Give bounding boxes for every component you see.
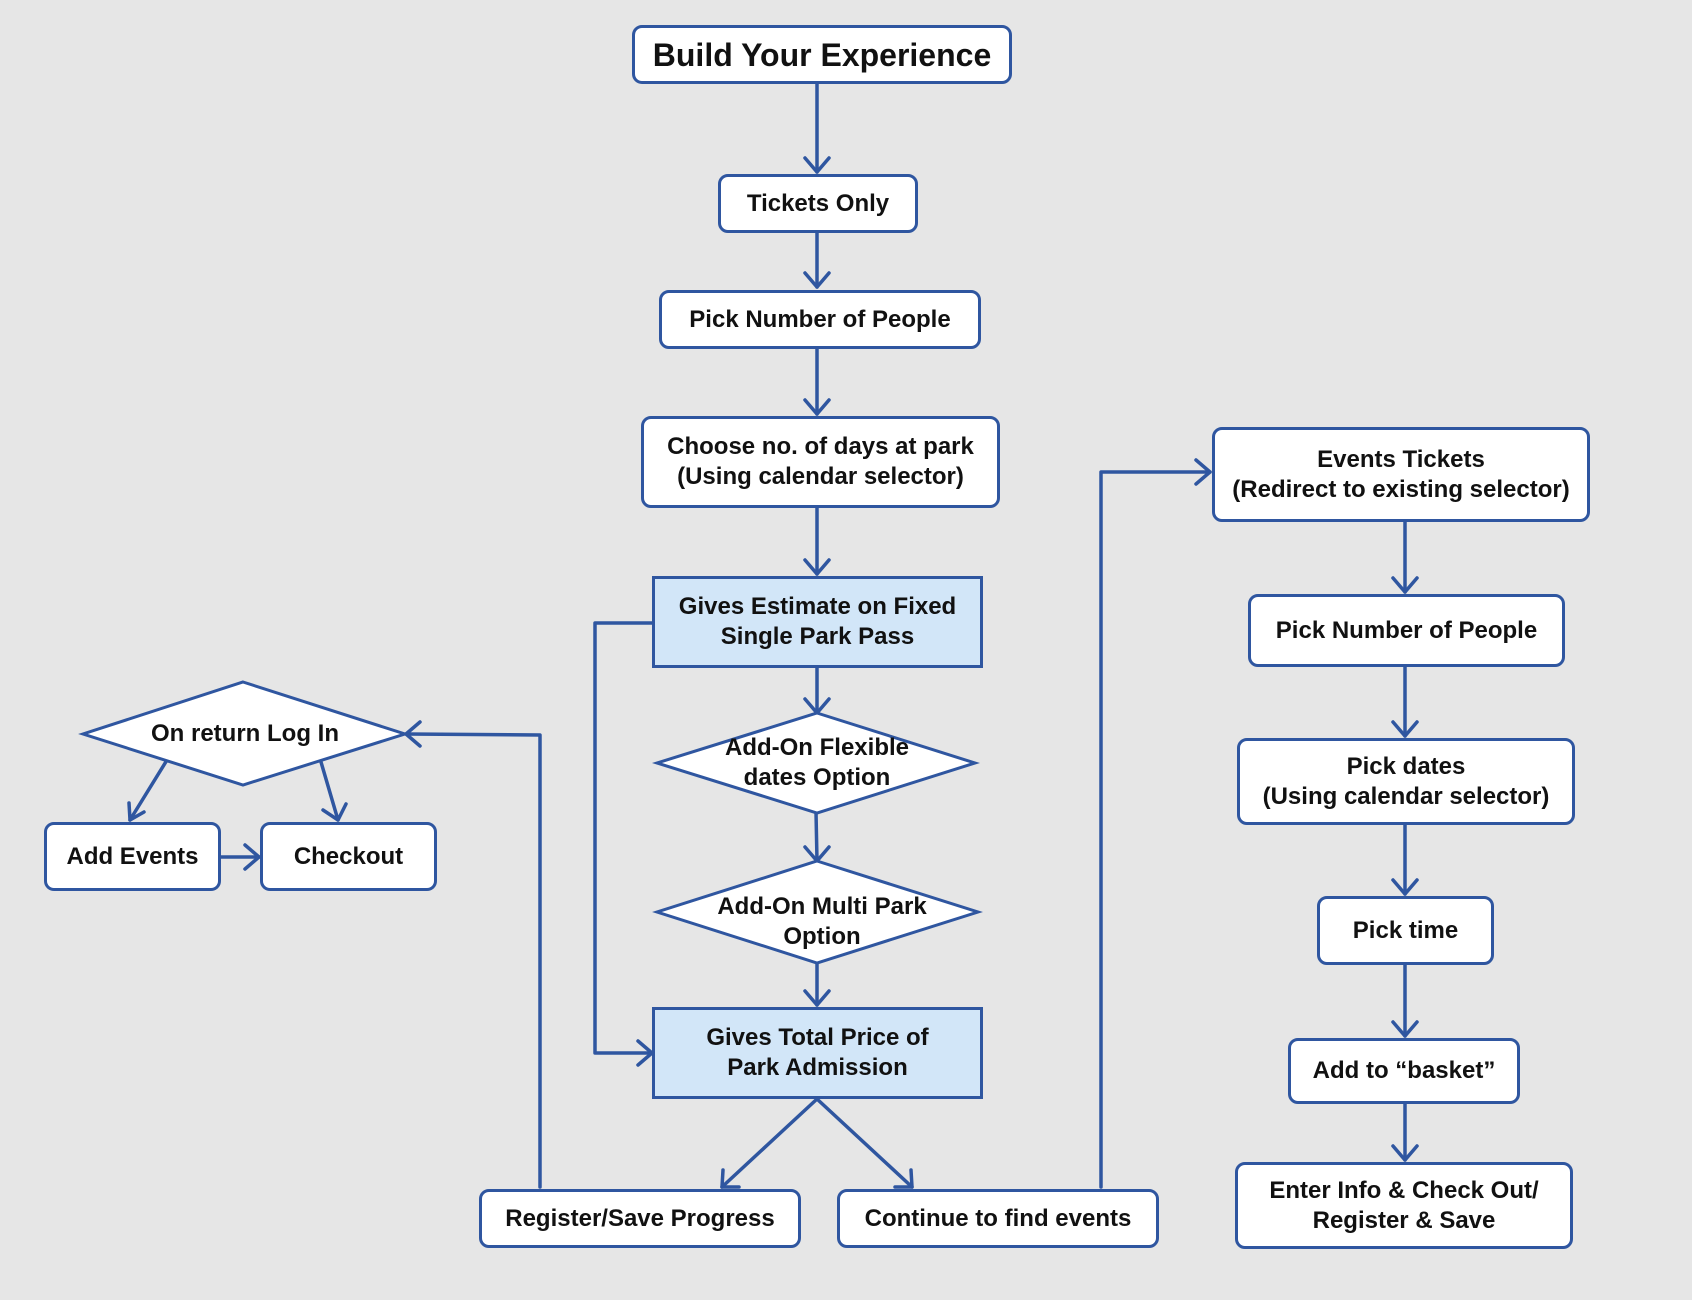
arrow-people2-to-dates — [1391, 665, 1419, 738]
arrow-total-to-continue — [815, 1097, 914, 1189]
node-on-return-log-in: On return Log In — [151, 720, 339, 747]
arrow-time-to-basket — [1391, 963, 1419, 1038]
arrow-onreturn-to-addevents — [127, 758, 169, 822]
node-register-save-progress: Register/Save Progress — [479, 1189, 801, 1248]
node-pick-time: Pick time — [1317, 896, 1494, 965]
node-build-your-experience: Build Your Experience — [632, 25, 1012, 84]
node-choose-days: Choose no. of days at park (Using calend… — [641, 416, 1000, 508]
node-checkout: Checkout — [260, 822, 437, 891]
arrow-continue-to-eventstickets — [1099, 458, 1212, 1189]
arrow-onreturn-to-checkout — [319, 760, 348, 822]
node-events-tickets: Events Tickets (Redirect to existing sel… — [1212, 427, 1590, 522]
node-total-price: Gives Total Price of Park Admission — [652, 1007, 983, 1099]
node-addon-flexible-dates: Add-On Flexible dates Option — [724, 734, 909, 791]
arrow-addevents-to-checkout — [219, 843, 261, 871]
arrow-basket-to-enterinfo — [1391, 1102, 1419, 1162]
arrow-total-to-register — [720, 1097, 819, 1189]
arrow-people-to-days — [803, 347, 831, 416]
arrow-dates-to-time — [1391, 823, 1419, 896]
node-estimate-single-park-pass: Gives Estimate on Fixed Single Park Pass — [652, 576, 983, 668]
decision-diamond-onreturn — [78, 680, 410, 787]
node-addon-multi-park: Add-On Multi Park Option — [717, 893, 927, 950]
node-pick-dates: Pick dates (Using calendar selector) — [1237, 738, 1575, 825]
node-pick-number-of-people-events: Pick Number of People — [1248, 594, 1565, 667]
node-pick-number-of-people: Pick Number of People — [659, 290, 981, 349]
arrow-tickets-to-people — [803, 231, 831, 289]
arrow-estimate-to-total-bypass — [593, 621, 654, 1067]
arrow-days-to-estimate — [803, 506, 831, 576]
arrow-multipark-to-total — [803, 960, 831, 1007]
arrow-build-to-tickets — [803, 82, 831, 174]
arrow-estimate-to-flexible — [803, 666, 831, 715]
node-enter-info-checkout: Enter Info & Check Out/ Register & Save — [1235, 1162, 1573, 1249]
decision-diamond-multipark — [652, 859, 983, 965]
node-continue-to-find-events: Continue to find events — [837, 1189, 1159, 1248]
decision-diamond-flexible — [651, 711, 980, 815]
arrow-flexible-to-multipark — [803, 810, 831, 863]
arrow-eventstickets-to-people — [1391, 520, 1419, 594]
arrow-register-to-onreturn — [404, 720, 542, 1189]
node-tickets-only: Tickets Only — [718, 174, 918, 233]
node-add-to-basket: Add to “basket” — [1288, 1038, 1520, 1104]
node-add-events: Add Events — [44, 822, 221, 891]
